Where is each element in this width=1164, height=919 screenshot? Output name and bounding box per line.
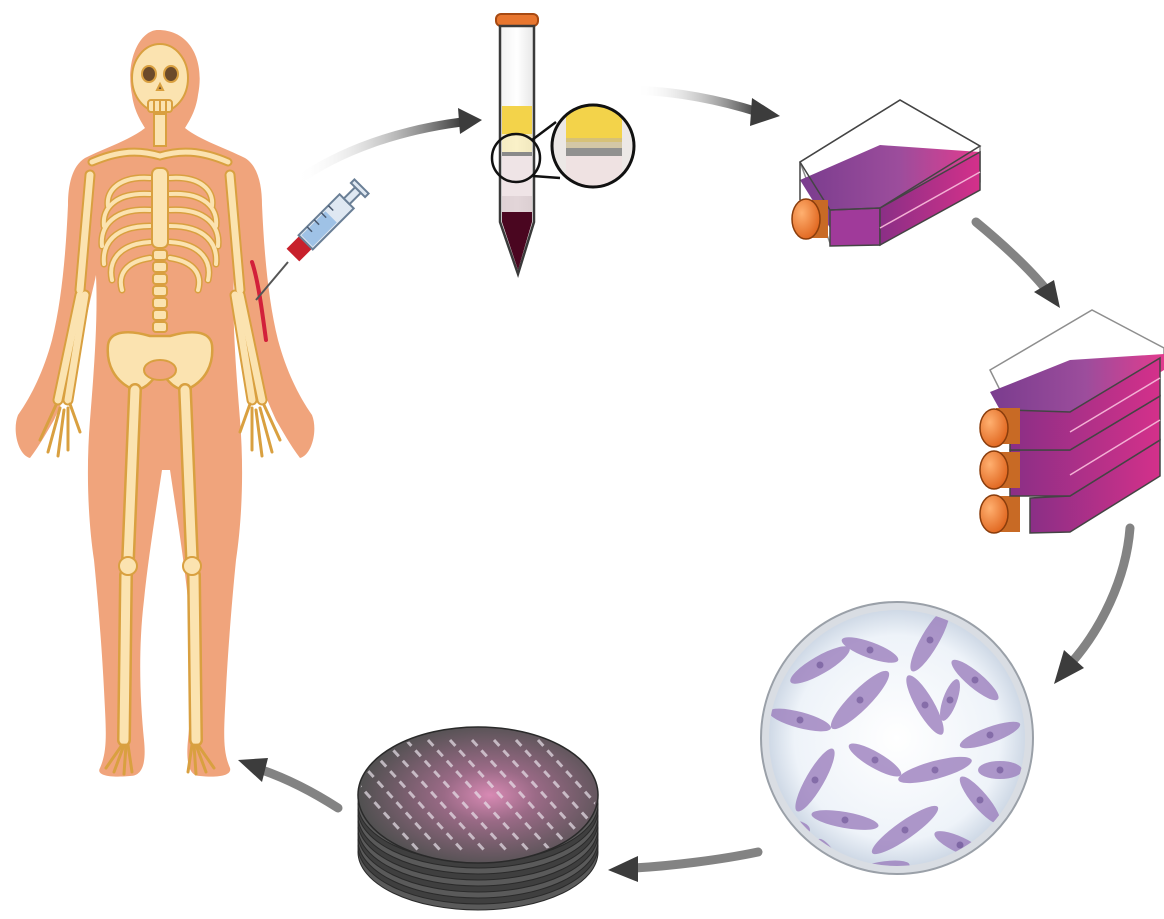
skull xyxy=(132,44,188,112)
spine xyxy=(153,250,167,332)
cell-nucleus xyxy=(997,767,1004,774)
cell-nucleus xyxy=(972,677,979,684)
cell-nucleus xyxy=(817,662,824,669)
flask-stack-icon xyxy=(980,310,1164,533)
cell-nucleus xyxy=(872,757,879,764)
cell-nucleus xyxy=(947,697,954,704)
human-skeleton-icon xyxy=(16,30,315,777)
cell-nucleus xyxy=(797,717,804,724)
arrow-cells-to-scaffold xyxy=(634,852,758,868)
cell-nucleus xyxy=(977,797,984,804)
cell-nucleus xyxy=(987,732,994,739)
culture-flask-icon xyxy=(792,100,980,246)
cell-nucleus xyxy=(857,697,864,704)
cell-nucleus xyxy=(842,817,849,824)
cell-nucleus xyxy=(927,637,934,644)
arrow-tube-to-flask xyxy=(636,90,758,112)
arrow-scaffold-to-patient xyxy=(262,770,338,808)
centrifuge-tube-icon xyxy=(492,14,640,274)
arrow-flask-to-stack xyxy=(976,222,1048,292)
cell-nucleus xyxy=(902,827,909,834)
cells-magnified-icon xyxy=(761,602,1033,885)
scaffold-stack-icon xyxy=(318,727,638,910)
arrow-patient-to-tube xyxy=(296,122,462,182)
cell-nucleus xyxy=(957,842,964,849)
cell-nucleus xyxy=(922,702,929,709)
syringe-icon xyxy=(256,179,369,300)
cell-nucleus xyxy=(812,777,819,784)
cell-nucleus xyxy=(787,827,794,834)
cell-nucleus xyxy=(867,647,874,654)
cell-nucleus xyxy=(932,767,939,774)
arrow-stack-to-cells xyxy=(1072,528,1130,662)
